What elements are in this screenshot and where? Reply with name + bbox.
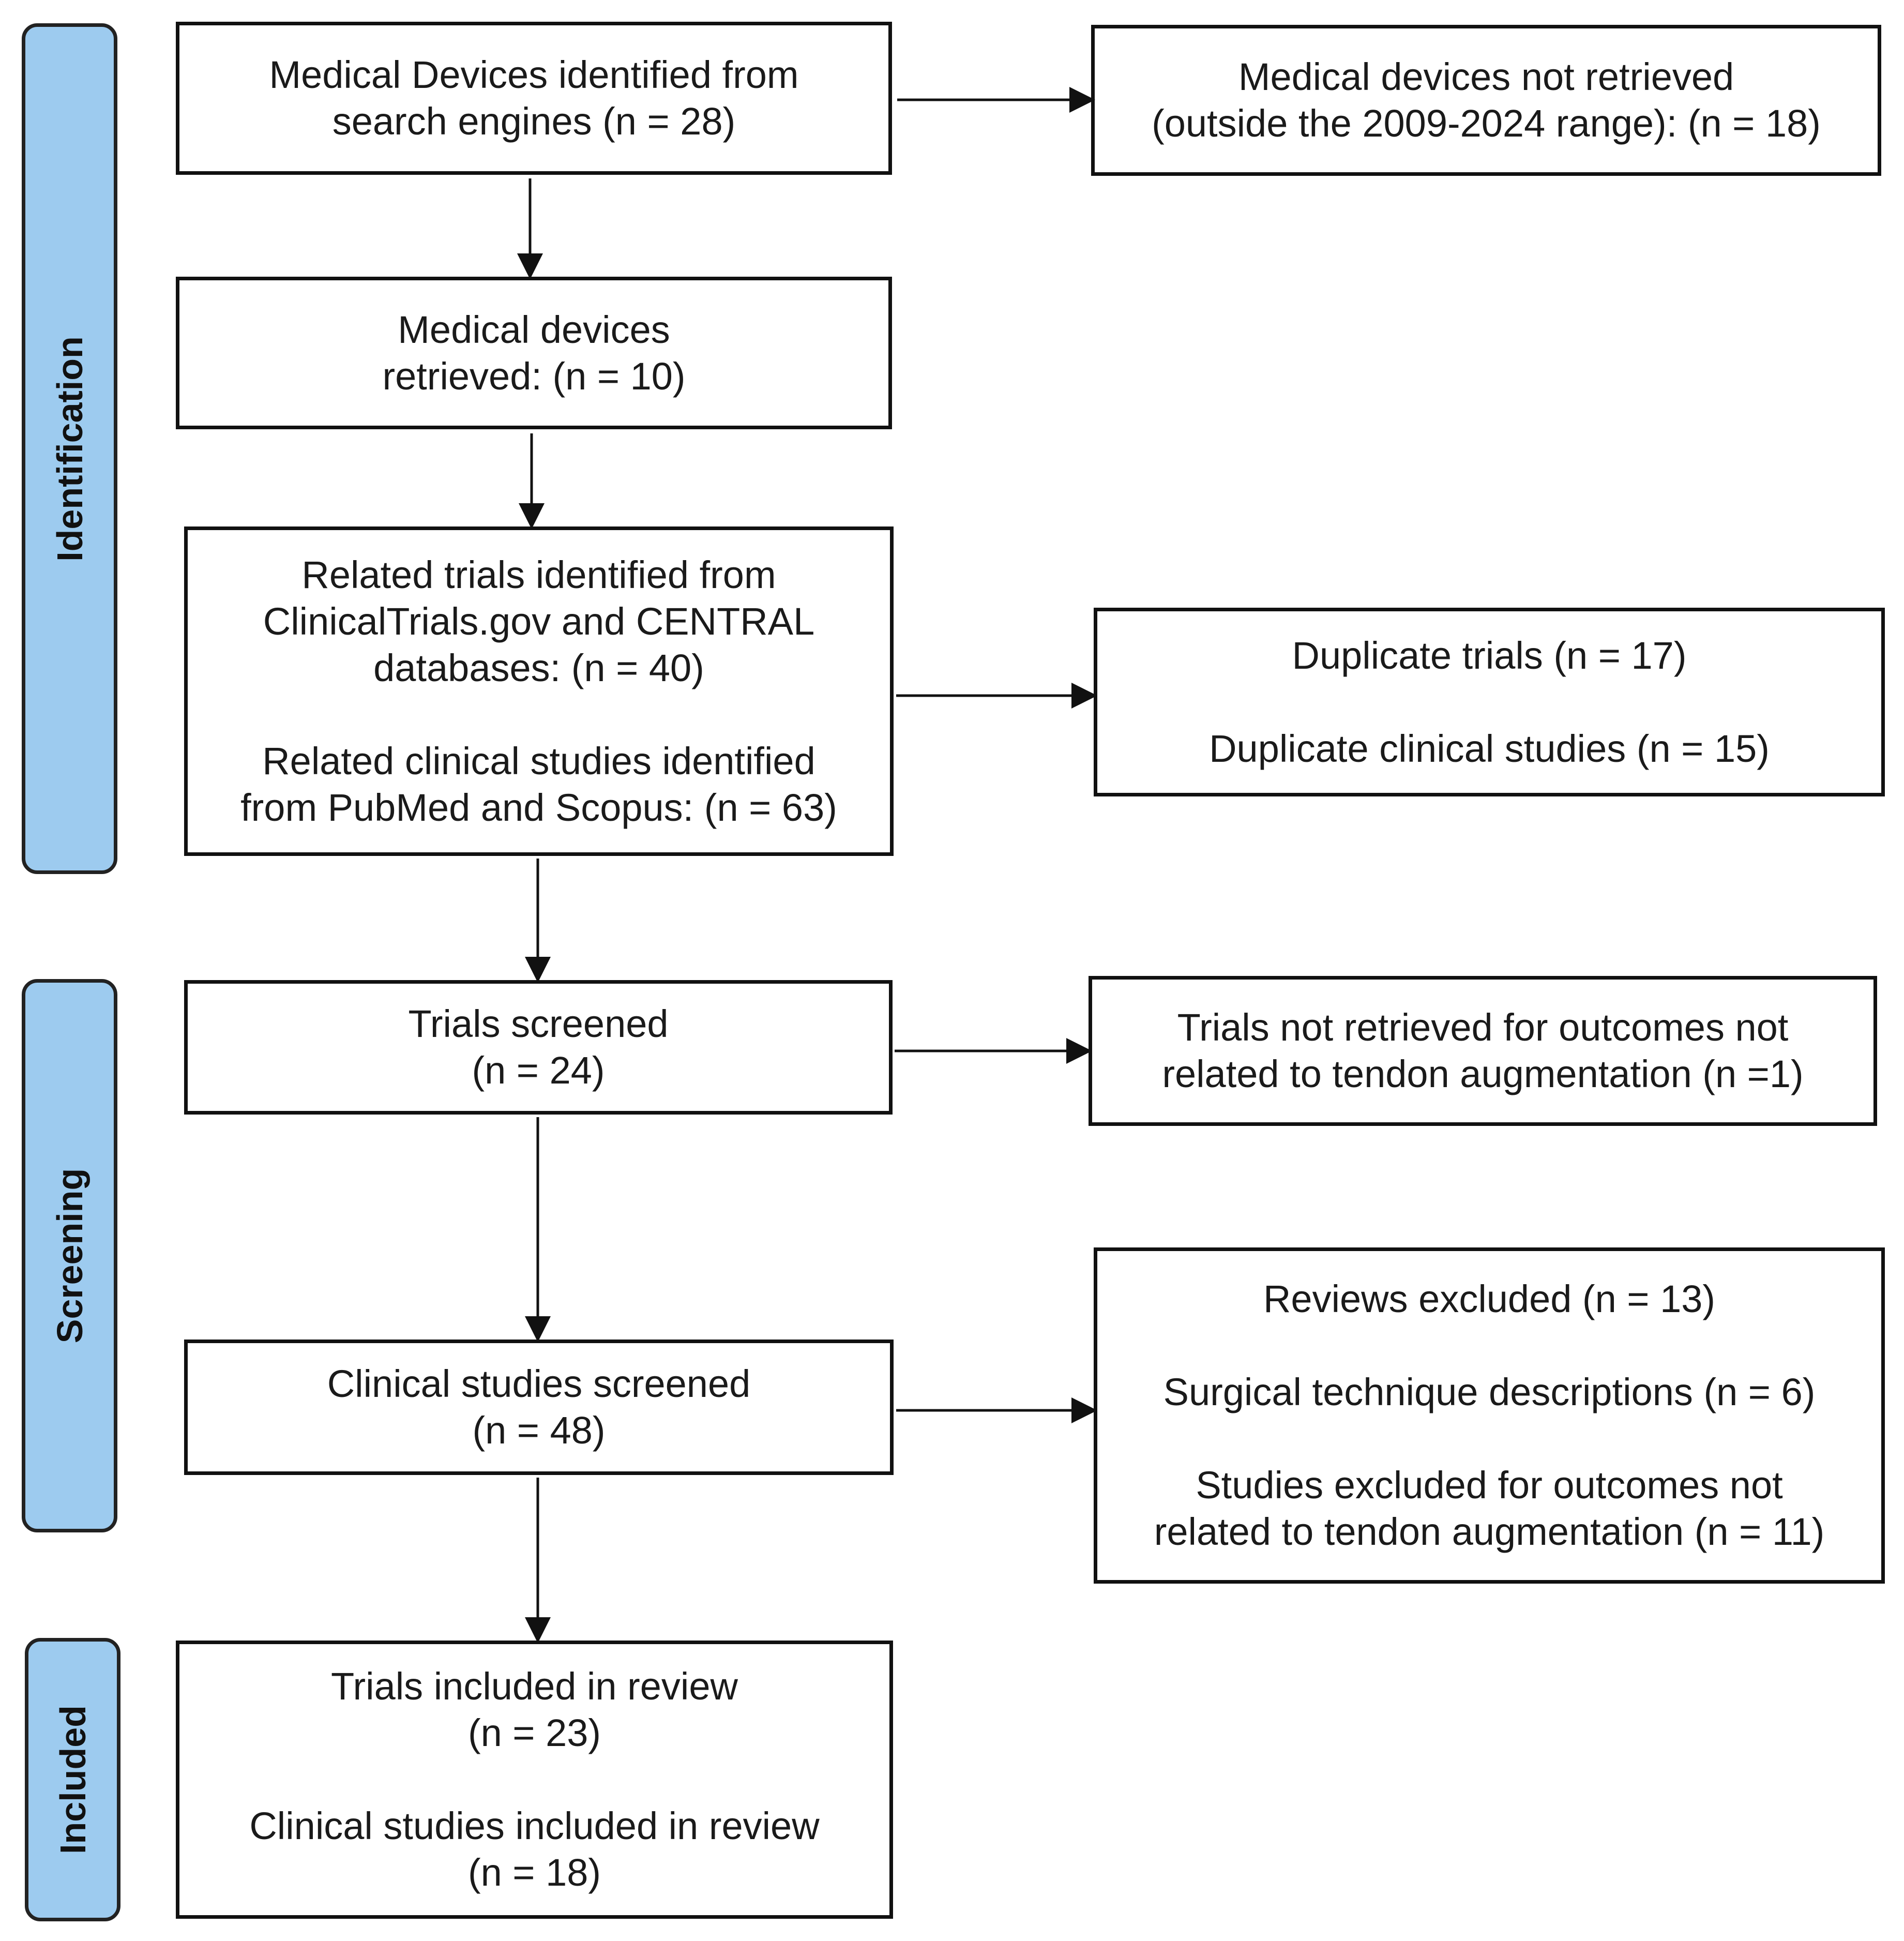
outcomes-excluded-text: Studies excluded for outcomes not relate…: [1154, 1464, 1825, 1553]
devices-identified-text: Medical Devices identified from search e…: [269, 53, 799, 143]
studies-excluded-box: Reviews excluded (n = 13) Surgical techn…: [1094, 1247, 1885, 1584]
devices-not-retrieved-box: Medical devices not retrieved (outside t…: [1091, 25, 1881, 176]
trials-screened-text: Trials screened (n = 24): [408, 1002, 669, 1092]
trials-not-retrieved-box: Trials not retrieved for outcomes not re…: [1089, 976, 1877, 1126]
related-studies-text: Related clinical studies identified from…: [240, 739, 837, 829]
studies-screened-box: Clinical studies screened (n = 48): [184, 1340, 894, 1475]
trials-not-retrieved-text: Trials not retrieved for outcomes not re…: [1162, 1006, 1804, 1095]
studies-included-text: Clinical studies included in review (n =…: [249, 1804, 820, 1894]
duplicates-box: Duplicate trials (n = 17) Duplicate clin…: [1094, 608, 1885, 796]
related-identified-box: Related trials identified from ClinicalT…: [184, 526, 894, 856]
technique-descriptions-text: Surgical technique descriptions (n = 6): [1163, 1371, 1816, 1413]
trials-included-text: Trials included in review (n = 23): [331, 1665, 738, 1754]
devices-not-retrieved-text: Medical devices not retrieved (outside t…: [1152, 55, 1821, 145]
included-box: Trials included in review (n = 23) Clini…: [176, 1641, 893, 1919]
phase-screening: Screening: [22, 979, 117, 1532]
phase-identification: Identification: [22, 23, 117, 874]
duplicate-studies-text: Duplicate clinical studies (n = 15): [1209, 727, 1770, 770]
devices-retrieved-box: Medical devices retrieved: (n = 10): [176, 277, 892, 429]
related-trials-text: Related trials identified from ClinicalT…: [263, 553, 815, 689]
duplicate-trials-text: Duplicate trials (n = 17): [1292, 634, 1687, 677]
phase-included: Included: [25, 1638, 120, 1921]
devices-retrieved-text: Medical devices retrieved: (n = 10): [382, 308, 686, 398]
studies-screened-text: Clinical studies screened (n = 48): [327, 1362, 751, 1452]
reviews-excluded-text: Reviews excluded (n = 13): [1263, 1277, 1716, 1320]
devices-identified-box: Medical Devices identified from search e…: [176, 22, 892, 175]
